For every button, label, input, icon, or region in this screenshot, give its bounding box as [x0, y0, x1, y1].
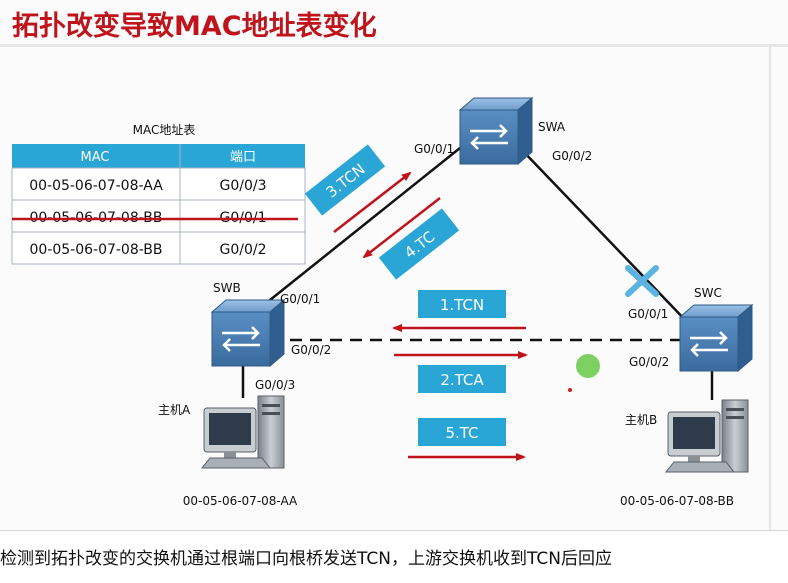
message-badge-4: 4.TC	[378, 208, 460, 280]
swb-port-right-label: G0/0/2	[291, 343, 331, 357]
caption-text: 检测到拓扑改变的交换机通过根端口向根桥发送TCN，上游交换机收到TCN后回应	[0, 549, 612, 569]
switch-arrows-icon	[222, 326, 260, 352]
link-swa-swc	[519, 147, 691, 326]
mac-table-header-port: 端口	[230, 150, 256, 165]
message-badge-1	[418, 290, 506, 318]
message-label-1: 1.TCN	[440, 296, 484, 314]
switch-arrows-icon	[470, 124, 508, 150]
switch-arrows-icon	[690, 331, 728, 357]
host-b-label: 主机B	[625, 413, 657, 427]
message-label-5: 5.TC	[445, 424, 478, 442]
swc-port-top-label: G0/0/1	[628, 307, 668, 321]
mac-table-cell-port: G0/0/2	[219, 242, 266, 258]
mac-table-cell-mac: 00-05-06-07-08-BB	[29, 242, 162, 258]
mac-table-body	[11, 167, 306, 265]
mac-table-header-bg	[12, 144, 305, 168]
swa-port-left-label: G0/0/1	[414, 142, 454, 156]
host-a-label: 主机A	[158, 403, 191, 417]
mac-table: MAC地址表 MAC 端口 00-05-06-07-08-AA G0/0/3 0…	[11, 123, 306, 265]
blocked-port-x-icon	[625, 265, 659, 297]
mac-table-cell-mac: 00-05-06-07-08-AA	[29, 178, 163, 194]
arrow-message-4	[362, 197, 441, 259]
message-badge-3: 3.TCN	[304, 144, 386, 216]
mac-table-title: MAC地址表	[133, 123, 196, 137]
message-label-2: 2.TCA	[440, 371, 484, 389]
switch-swc	[678, 303, 754, 373]
swb-port-top-label: G0/0/1	[280, 292, 320, 306]
laser-pointer-dot	[576, 354, 600, 378]
host-b-computer-icon	[664, 399, 749, 473]
switch-swa-label: SWA	[538, 120, 566, 134]
swc-port-left-label: G0/0/2	[629, 355, 669, 369]
switch-swa	[458, 96, 534, 166]
title-divider	[0, 44, 788, 47]
host-a-mac-label: 00-05-06-07-08-AA	[183, 494, 298, 508]
switch-swb	[210, 298, 286, 368]
host-b-mac-label: 00-05-06-07-08-BB	[620, 494, 734, 508]
swb-port-bottom-label: G0/0/3	[255, 378, 295, 392]
swa-port-right-label: G0/0/2	[552, 149, 592, 163]
caption-bar	[0, 530, 788, 583]
host-a-computer-icon	[200, 395, 285, 469]
slide-title: 拓扑改变导致MAC地址表变化	[12, 11, 377, 42]
topology-diagram: MAC地址表 MAC 端口 00-05-06-07-08-AA G0/0/3 0…	[11, 47, 771, 530]
message-badge-5	[418, 418, 506, 446]
switch-swb-label: SWB	[213, 281, 241, 295]
pointer-dot-small	[568, 388, 572, 392]
mac-table-cell-port: G0/0/3	[219, 178, 266, 194]
mac-table-header-mac: MAC	[81, 150, 110, 165]
arrow-message-3	[333, 171, 412, 233]
message-badge-2	[418, 365, 506, 393]
link-swb-swa	[259, 139, 471, 309]
switch-swc-label: SWC	[694, 286, 722, 300]
